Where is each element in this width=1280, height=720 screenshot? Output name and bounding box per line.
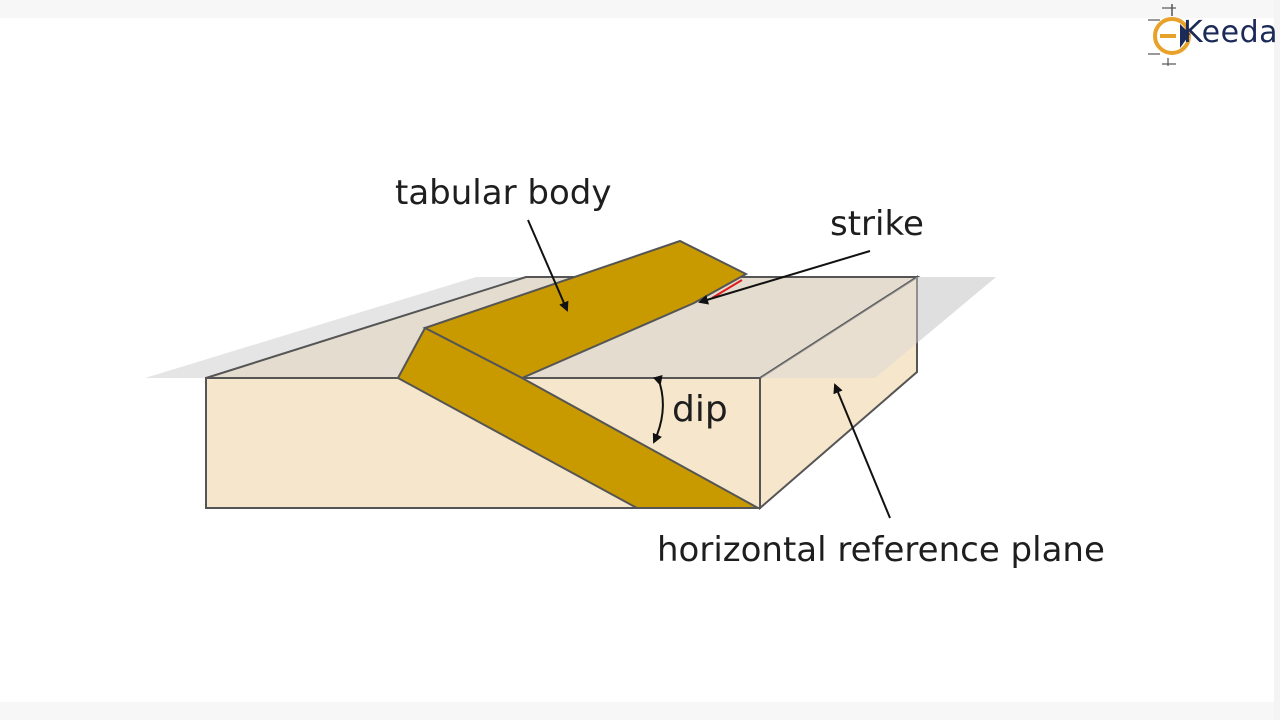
dip-label: dip <box>672 389 728 430</box>
right-border-strip <box>1274 0 1280 720</box>
strike-label: strike <box>830 204 924 244</box>
tabular-body-front <box>396 326 759 509</box>
horizontal-reference-plane-label: horizontal reference plane <box>657 530 1105 570</box>
logo-text: Keeda <box>1183 15 1279 50</box>
reference-plane-overlay <box>760 277 996 378</box>
tabular-body-label: tabular body <box>395 173 612 213</box>
strike-arrow <box>698 250 871 305</box>
dip-arc-arrow <box>652 374 664 444</box>
bottom-border-strip <box>0 702 1280 720</box>
top-border-strip <box>0 0 1280 18</box>
ekeeda-logo: Keeda <box>1146 2 1279 68</box>
logo-mark-icon <box>1148 4 1191 66</box>
strike-line <box>711 279 743 299</box>
plane-arrow <box>833 383 891 519</box>
tabular-body-arrow <box>527 219 569 312</box>
